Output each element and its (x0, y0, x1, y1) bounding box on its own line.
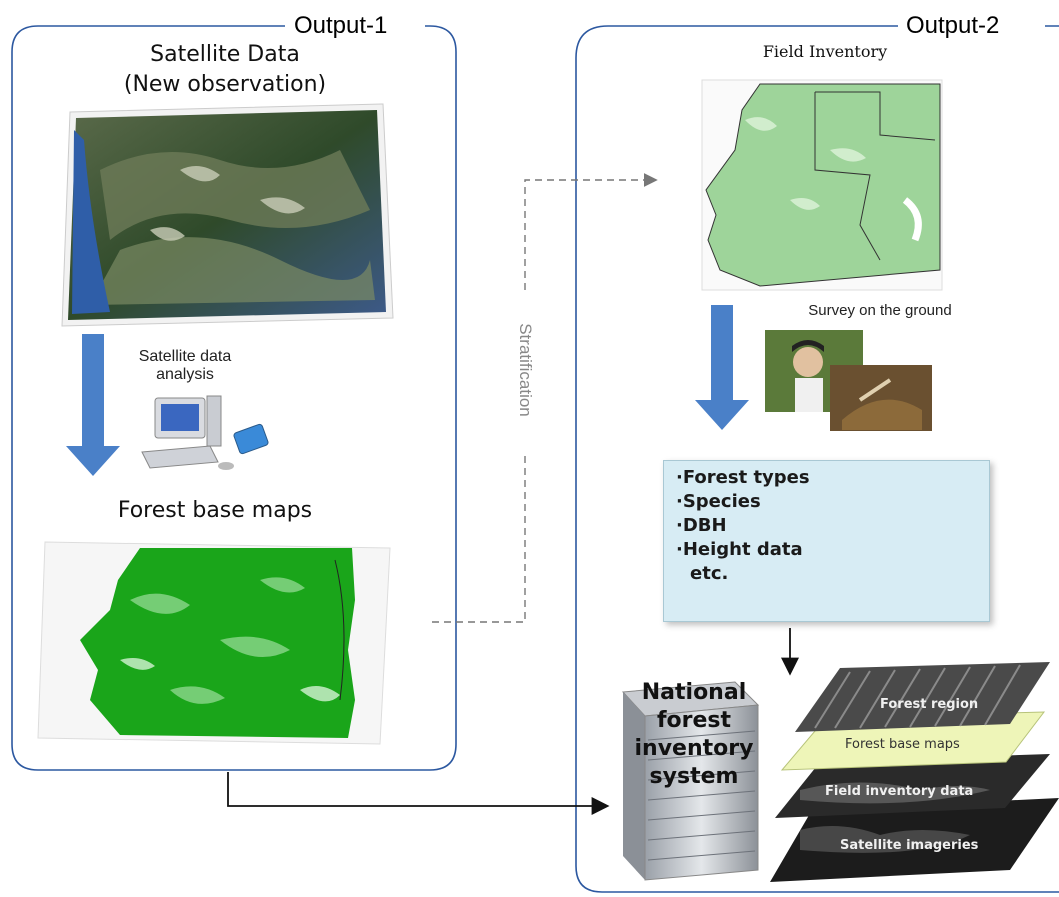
analysis-line1: Satellite data (138, 348, 232, 365)
server-icon (621, 681, 760, 881)
output1-to-nfi-arrow (227, 772, 610, 815)
survey-photos (765, 330, 932, 431)
layer-stack (770, 662, 1059, 882)
output1-frame (11, 25, 457, 771)
layer-label-forest-region: Forest region (880, 697, 979, 712)
inventory-item: ·Species (676, 491, 761, 512)
layer-label-field-inventory: Field inventory data (825, 784, 974, 799)
inventory-item: etc. (690, 563, 729, 584)
satellite-data-title: Satellite Data (New observation) (70, 40, 380, 100)
nfi-system-label: National forest inventory system (634, 679, 754, 791)
stratification-label: Stratification (516, 323, 535, 417)
output2-frame (575, 25, 1059, 893)
nfi-line: inventory (634, 736, 754, 761)
satellite-title-line2: (New observation) (123, 72, 327, 97)
inventory-items: ·Forest types ·Species ·DBH ·Height data… (676, 466, 810, 586)
nfi-line: forest (656, 708, 732, 733)
nfi-line: National (641, 680, 747, 705)
output1-label: Output-1 (294, 12, 388, 39)
analysis-arrow (66, 334, 120, 476)
satellite-analysis-label: Satellite data analysis (120, 348, 250, 384)
inventory-table (663, 460, 990, 622)
inventory-item: ·DBH (676, 515, 727, 536)
stratification-line (432, 455, 526, 623)
forest-base-map (37, 541, 391, 745)
stratification-line-top (524, 173, 658, 290)
computer-icon (141, 395, 269, 470)
forest-base-maps-title: Forest base maps (117, 498, 313, 523)
analysis-line2: analysis (156, 366, 214, 383)
survey-label: Survey on the ground (808, 302, 952, 319)
satellite-image (61, 103, 394, 327)
satellite-title-line1: Satellite Data (150, 42, 300, 67)
survey-arrow (695, 305, 749, 430)
output2-label: Output-2 (906, 12, 1000, 39)
nfi-line: system (649, 764, 739, 789)
inventory-item: ·Forest types (676, 467, 810, 488)
layer-label-satellite-imageries: Satellite imageries (840, 838, 979, 853)
field-inventory-title: Field Inventory (762, 42, 888, 61)
layer-label-forest-base-maps: Forest base maps (845, 737, 960, 752)
field-inventory-map (701, 79, 943, 291)
inventory-item: ·Height data (676, 539, 803, 560)
